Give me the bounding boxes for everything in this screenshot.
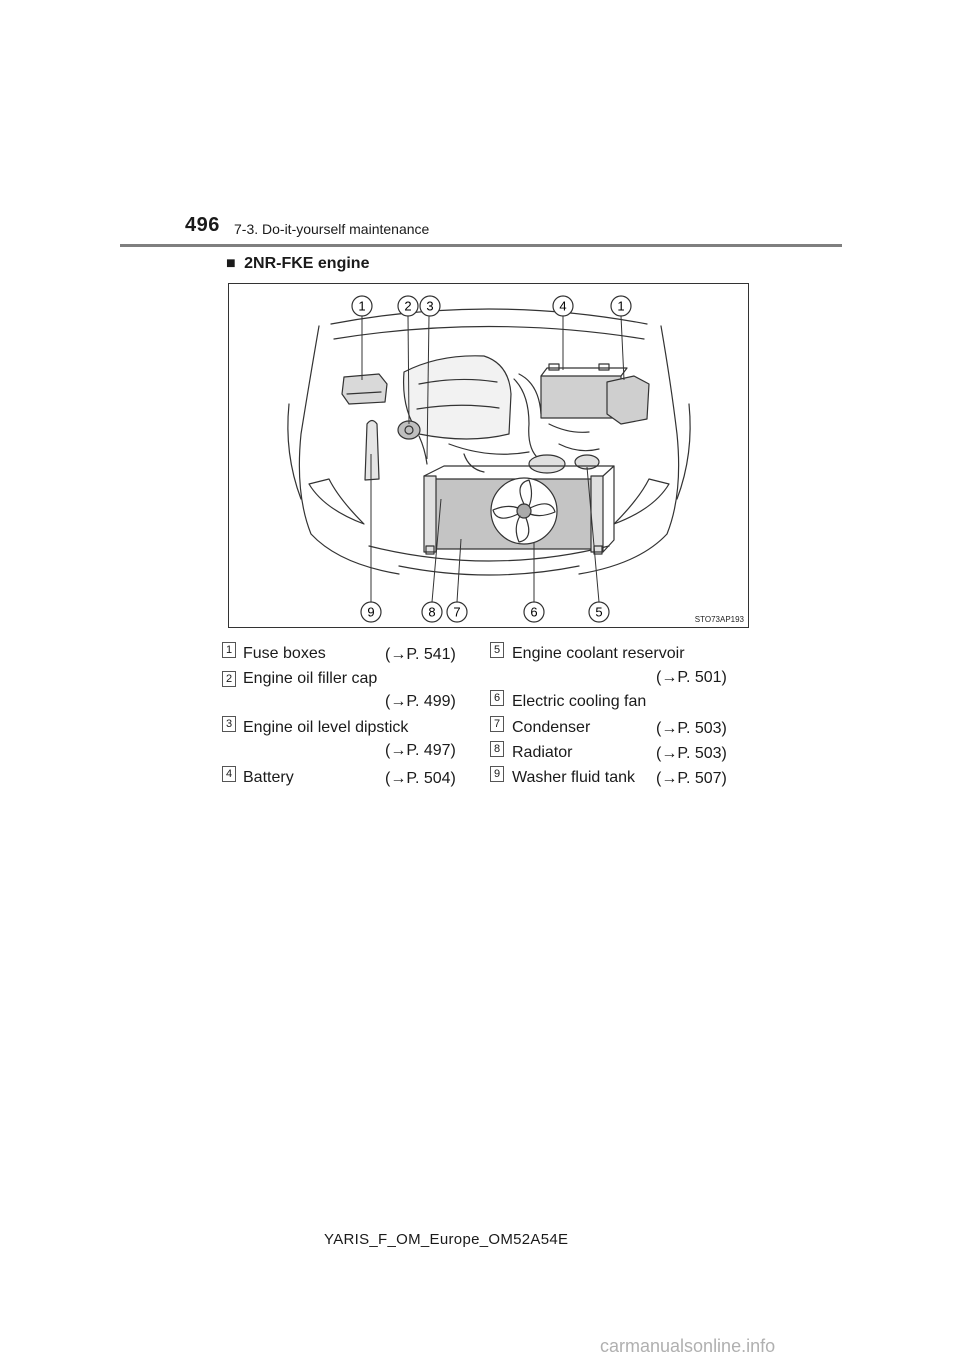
legend-number: 4 (222, 766, 236, 782)
svg-text:8: 8 (428, 605, 435, 620)
page-reference-link[interactable]: (→P. 507) (656, 770, 727, 787)
legend-number: 6 (490, 690, 504, 706)
legend-label: Condenser (512, 719, 591, 736)
top-callouts: 1 2 3 4 1 (351, 295, 632, 317)
legend-label: Engine oil filler cap (243, 670, 378, 687)
engine-cover-shape (402, 355, 512, 440)
coolant-reservoir-shape (528, 454, 566, 474)
legend-number: 8 (490, 741, 504, 757)
callout-condenser: 7 (446, 601, 468, 623)
svg-text:5: 5 (595, 605, 602, 620)
svg-text:9: 9 (367, 605, 374, 620)
legend-label: Radiator (512, 744, 573, 761)
legend-number: 7 (490, 716, 504, 732)
watermark[interactable]: carmanualsonline.info (600, 1336, 776, 1356)
svg-text:2: 2 (404, 299, 411, 314)
page-reference-link[interactable]: (→P. 499) (385, 693, 456, 710)
engine-figure: 1 2 3 4 1 9 (228, 283, 749, 628)
callout-oil-filler-cap: 2 (397, 295, 419, 317)
legend-label: Engine coolant reservoir (512, 645, 685, 662)
dipstick-shape (418, 435, 428, 465)
legend-label: Washer fluid tank (512, 769, 636, 786)
subheading-bullet: ■ (226, 255, 236, 272)
legend-number: 5 (490, 642, 504, 658)
engine-illustration: 1 2 3 4 1 9 (287, 295, 691, 623)
svg-text:4: 4 (559, 299, 566, 314)
washer-tank-shape (364, 419, 380, 481)
svg-text:1: 1 (358, 299, 365, 314)
left-headlight (308, 478, 365, 525)
svg-text:3: 3 (426, 299, 433, 314)
svg-text:1: 1 (617, 299, 624, 314)
bottom-callouts: 9 8 7 6 5 (360, 601, 610, 623)
callout-fuse-box-right: 1 (610, 295, 632, 317)
left-fuse-box-shape (341, 373, 388, 405)
hood-outline (298, 325, 400, 575)
legend-label: Electric cooling fan (512, 693, 647, 710)
page-reference-link[interactable]: (→P. 541) (385, 646, 456, 663)
callout-cooling-fan: 6 (523, 601, 545, 623)
figure-code: STO73AP193 (694, 615, 744, 624)
legend-label: Engine oil level dipstick (243, 719, 409, 736)
subheading-text: 2NR-FKE engine (244, 255, 370, 272)
subheading: ■ 2NR-FKE engine (226, 255, 369, 273)
page-number: 496 (185, 214, 220, 236)
page-reference-link[interactable]: (→P. 504) (385, 770, 456, 787)
svg-text:6: 6 (530, 605, 537, 620)
footer-doc-id: YARIS_F_OM_Europe_OM52A54E (324, 1231, 569, 1248)
legend-number: 2 (222, 671, 236, 687)
legend-label: Fuse boxes (243, 645, 326, 662)
legend-number: 1 (222, 642, 236, 658)
callout-washer-tank: 9 (360, 601, 382, 623)
page-reference-link[interactable]: (→P. 503) (656, 745, 727, 762)
svg-text:7: 7 (453, 605, 460, 620)
callout-fuse-box-left: 1 (351, 295, 373, 317)
legend-number: 3 (222, 716, 236, 732)
right-headlight (613, 478, 670, 525)
callout-dipstick: 3 (419, 295, 441, 317)
right-fuse-box-shape (606, 375, 650, 425)
callout-coolant-reservoir: 5 (588, 601, 610, 623)
page-reference-link[interactable]: (→P. 501) (656, 669, 727, 686)
legend-number: 9 (490, 766, 504, 782)
callout-battery: 4 (552, 295, 574, 317)
header-rule (120, 244, 842, 247)
page-reference-link[interactable]: (→P. 503) (656, 720, 727, 737)
callout-radiator: 8 (421, 601, 443, 623)
legend-label: Battery (243, 769, 294, 786)
page-reference-link[interactable]: (→P. 497) (385, 742, 456, 759)
section-title: 7-3. Do-it-yourself maintenance (234, 221, 430, 237)
